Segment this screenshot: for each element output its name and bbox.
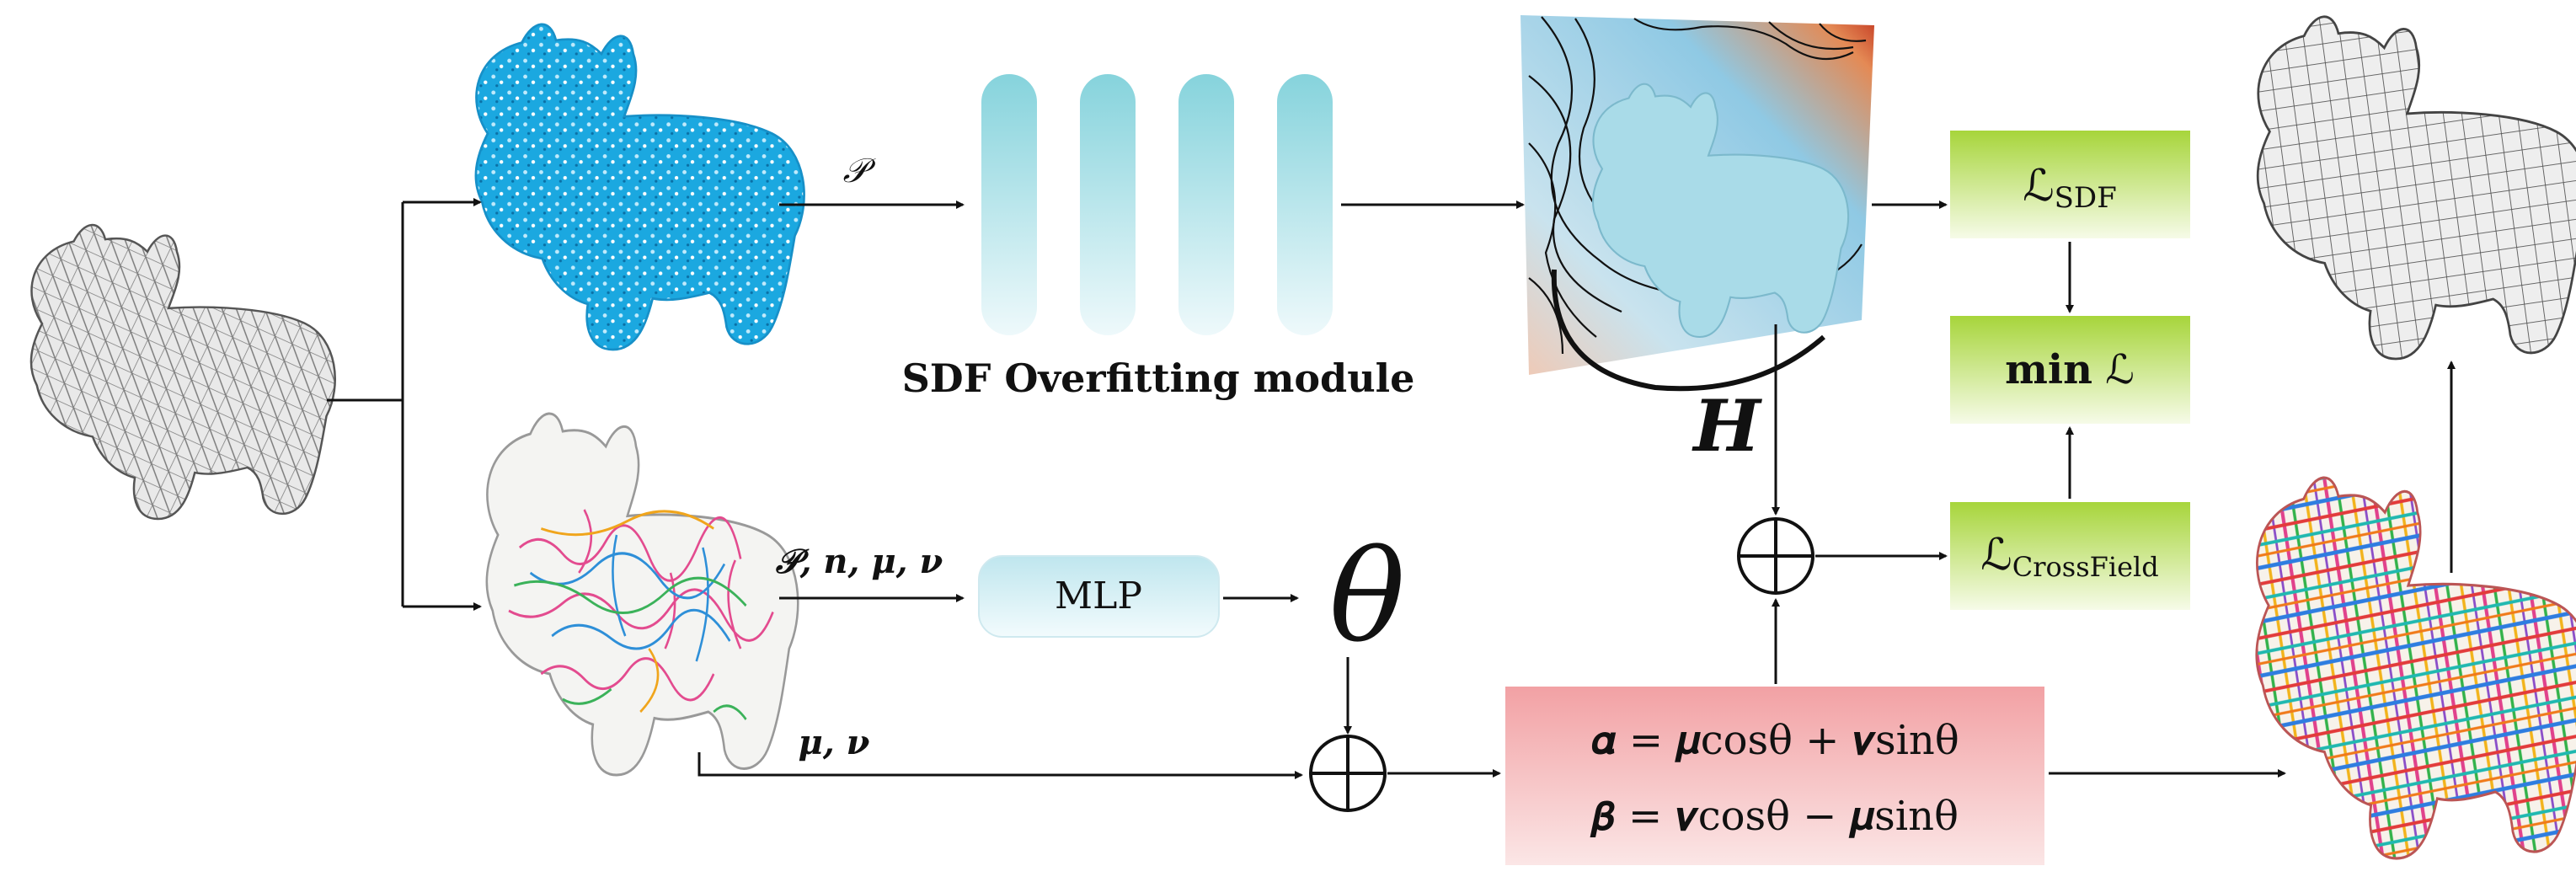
loss-sdf-script: ℒ — [2023, 161, 2054, 211]
hessian-arrow: 𝑯 — [1692, 324, 1780, 516]
min-loss-box: min ℒ — [1950, 316, 2190, 424]
sdf-layer-4 — [1277, 74, 1333, 335]
hessian-oplus — [1737, 517, 1814, 595]
mu-nu-label: 𝝁, 𝝂 — [799, 723, 870, 762]
mlp-inputs-label: 𝒫, 𝒏, 𝝁, 𝝂 — [776, 542, 943, 581]
loss-crossfield-box: ℒCrossField — [1950, 502, 2190, 610]
output-quad-mesh-cow — [2256, 15, 2576, 361]
hessian-label: 𝑯 — [1692, 384, 1762, 468]
mlp-label: MLP — [1055, 575, 1142, 617]
svg-text:ℒSDF: ℒSDF — [2023, 161, 2117, 215]
input-splitter — [327, 198, 482, 611]
sdf-layer-3 — [1178, 74, 1234, 335]
theta-oplus — [1309, 735, 1387, 812]
sdf-layer-1 — [981, 74, 1037, 335]
point-cloud-cow — [474, 23, 805, 351]
loss-sdf-box: ℒSDF — [1950, 131, 2190, 238]
loss-crossfield-script: ℒ — [1980, 530, 2012, 580]
svg-text:min ℒ: min ℒ — [2005, 346, 2135, 393]
formula-box: 𝜶 = 𝝁cosθ + 𝝂sinθ 𝜷 = 𝝂cosθ − 𝝁sinθ — [1505, 687, 2044, 865]
svg-text:ℒCrossField: ℒCrossField — [1980, 530, 2158, 583]
loss-sdf-sub: SDF — [2055, 181, 2117, 215]
min-loss-text: min — [2005, 346, 2092, 393]
output-crossfield-cow — [2255, 476, 2576, 860]
mlp-input-arrow: 𝒫, 𝒏, 𝝁, 𝝂 — [776, 542, 965, 602]
points-label: 𝒫 — [843, 152, 877, 190]
mu-nu-path: 𝝁, 𝝂 — [697, 723, 1303, 779]
points-arrow: 𝒫 — [779, 152, 965, 209]
input-mesh-cow — [29, 223, 336, 521]
mlp-box: MLP — [978, 555, 1220, 638]
sdf-field-visualization — [1520, 15, 1874, 392]
formula-beta: 𝜷 = 𝝂cosθ − 𝝁sinθ — [1590, 793, 1959, 840]
formula-alpha: 𝜶 = 𝝁cosθ + 𝝂sinθ — [1590, 717, 1959, 764]
crossfield-cow — [485, 412, 799, 777]
loss-crossfield-sub: CrossField — [2012, 551, 2159, 583]
sdf-overfitting-module: SDF Overfitting module — [902, 74, 1415, 401]
sdf-module-caption: SDF Overfitting module — [902, 355, 1415, 401]
theta-symbol: θ — [1329, 524, 1405, 671]
sdf-layer-2 — [1080, 74, 1136, 335]
min-loss-script: ℒ — [2105, 346, 2135, 393]
